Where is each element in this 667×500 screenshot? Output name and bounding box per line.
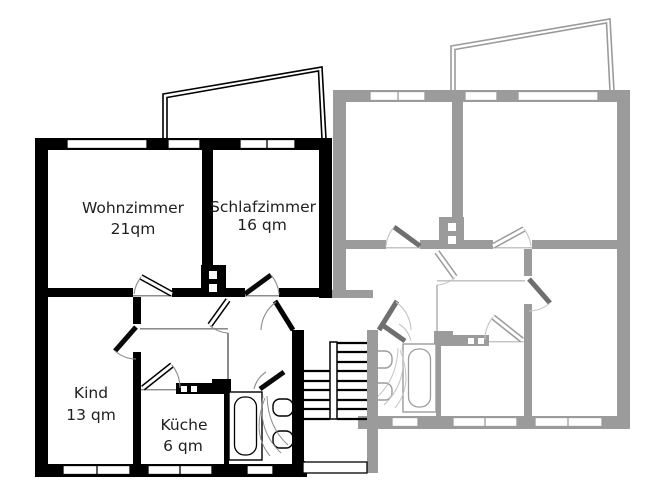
label-kueche: Küche (160, 416, 207, 434)
entrance-door-right (376, 299, 412, 332)
stair-treads (304, 341, 367, 421)
label-wohnzimmer-area: 21qm (111, 220, 156, 238)
balcony-left (162, 66, 327, 140)
stairwell-wall-right (367, 330, 378, 473)
stair-rail (329, 341, 338, 420)
label-kind: Kind (74, 384, 108, 402)
entrance-door-left (260, 299, 296, 332)
label-schlafzimmer-area: 16 qm (237, 216, 287, 234)
right-unit-landing-walls (332, 245, 373, 298)
label-wohnzimmer: Wohnzimmer (82, 199, 185, 217)
stairwell (260, 299, 412, 477)
label-kueche-area: 6 qm (163, 437, 203, 455)
stairwell-wall-left (292, 330, 304, 477)
balcony-right (450, 18, 615, 92)
room-labels: Wohnzimmer 21qm Schlafzimmer 16 qm Kind … (66, 198, 316, 455)
label-schlafzimmer: Schlafzimmer (210, 198, 317, 216)
stairwell-wall-bottom (292, 461, 305, 476)
label-kind-area: 13 qm (66, 406, 116, 424)
building-entry-door (302, 461, 368, 474)
